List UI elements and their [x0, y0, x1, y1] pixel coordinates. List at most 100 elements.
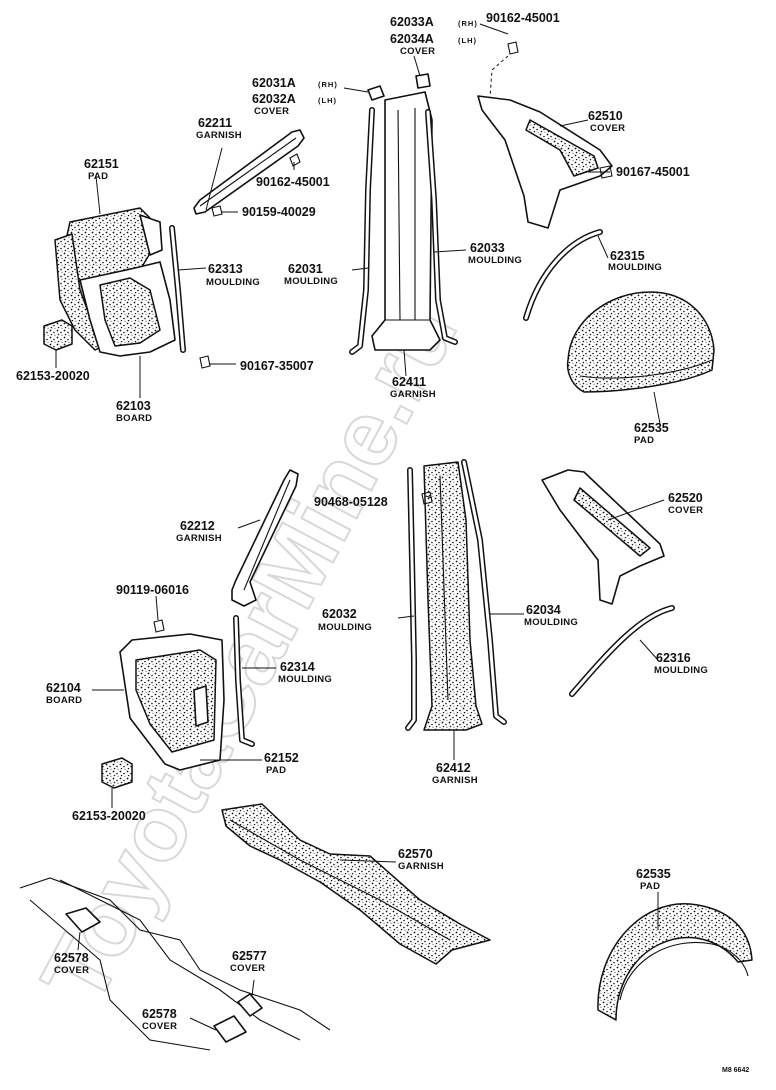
board-62104-drawing [119, 633, 225, 771]
part-number: 62153-20020 [72, 809, 146, 823]
moulding-62031-drawing [349, 107, 375, 355]
label-62211: 62211 GARNISH [196, 116, 242, 141]
label-62153-top: 62153-20020 [16, 369, 90, 383]
part-name: BOARD [46, 695, 82, 706]
label-62412: 62412 GARNISH [432, 761, 478, 786]
label-62578-bot: 62578 COVER [142, 1007, 177, 1032]
part-name: GARNISH [176, 533, 222, 544]
part-number: 62032A [252, 92, 296, 106]
part-name: COVER [400, 46, 435, 57]
screw-90159-drawing [211, 205, 223, 217]
part-number: 62152 [264, 751, 299, 765]
label-62578-left: 62578 COVER [54, 951, 89, 976]
cover-62510-drawing [477, 95, 613, 229]
part-name: BOARD [116, 413, 152, 424]
cover-62577-drawing [237, 993, 263, 1017]
label-62032: 62032 MOULDING [318, 607, 372, 633]
moulding-62316-drawing [569, 605, 675, 697]
part-number: 62411 [392, 375, 426, 389]
part-number: 62510 [588, 109, 623, 123]
part-name: MOULDING [278, 674, 332, 685]
label-62212: 62212 GARNISH [176, 519, 222, 544]
label-62316: 62316 MOULDING [654, 651, 708, 676]
part-number: 90159-40029 [242, 205, 316, 219]
floor-panel-drawing [19, 877, 331, 1051]
garnish-62212-drawing [231, 469, 299, 607]
part-name: PAD [634, 435, 654, 446]
garnish-62211-drawing [193, 129, 305, 215]
label-90162-top: 90162-45001 [486, 11, 560, 25]
part-number: 62153-20020 [16, 369, 90, 383]
label-62510: 62510 COVER [588, 109, 625, 134]
pad-62153-top-drawing [43, 319, 73, 351]
label-62034a: 62034A (LH) COVER [390, 32, 477, 57]
part-name: MOULDING [608, 262, 662, 273]
label-90167-top: 90167-45001 [616, 165, 690, 179]
part-name: COVER [54, 965, 89, 976]
part-number: 62103 [116, 399, 151, 413]
label-62152: 62152 PAD [264, 751, 299, 776]
part-number: 62520 [668, 491, 703, 505]
part-name: COVER [668, 505, 703, 516]
cover-62520-drawing [541, 469, 665, 605]
label-62535-bot: 62535 PAD [636, 867, 671, 892]
part-number: 62031 [288, 262, 323, 276]
drawing-reference: M8 6642 [722, 1067, 749, 1074]
part-number: 62033 [470, 241, 505, 255]
pad-62153-bot-drawing [101, 757, 133, 789]
part-number: 62314 [280, 660, 315, 674]
moulding-62033-drawing [425, 109, 458, 345]
part-name: PAD [640, 881, 660, 892]
part-number: 62570 [398, 847, 433, 861]
part-name: PAD [88, 171, 108, 182]
part-number: 62535 [636, 867, 671, 881]
label-62535-top: 62535 PAD [634, 421, 669, 446]
cover-62578-left-drawing [65, 907, 101, 933]
label-62520: 62520 COVER [668, 491, 703, 516]
part-number: 90162-45001 [256, 175, 330, 189]
garnish-62411-drawing [371, 91, 441, 351]
label-62313: 62313 MOULDING [206, 262, 260, 288]
label-62314: 62314 MOULDING [278, 660, 332, 685]
part-number: 62031A [252, 76, 296, 90]
label-62031a: 62031A (RH) [252, 76, 338, 90]
label-62570: 62570 GARNISH [398, 847, 444, 872]
part-number: 90167-35007 [240, 359, 314, 373]
part-number: 62034A [390, 32, 434, 46]
part-number: 90119-06016 [116, 583, 189, 597]
part-number: 62034 [526, 603, 561, 617]
label-62151: 62151 PAD [84, 157, 119, 182]
moulding-62313-drawing [169, 225, 186, 353]
label-62153-bot: 62153-20020 [72, 809, 146, 823]
side-tag: (LH) [458, 36, 477, 45]
screw-90468-drawing [421, 491, 433, 505]
part-number: 90167-45001 [616, 165, 690, 179]
board-62103-drawing [54, 207, 176, 357]
part-number: 62535 [634, 421, 669, 435]
screw-90162-mid-drawing [289, 153, 301, 167]
part-number: 62211 [198, 116, 232, 130]
moulding-62034-drawing [461, 459, 507, 725]
part-number: 90162-45001 [486, 11, 560, 25]
part-name: GARNISH [390, 389, 436, 400]
part-number: 62032 [322, 607, 357, 621]
label-62034: 62034 MOULDING [524, 603, 578, 628]
label-62104: 62104 BOARD [46, 681, 82, 706]
label-90162-mid: 90162-45001 [256, 175, 330, 189]
moulding-62032-drawing [405, 467, 417, 731]
part-name: MOULDING [206, 277, 260, 288]
part-number: 62033A [390, 15, 434, 29]
part-name: COVER [142, 1021, 177, 1032]
part-number: 62316 [656, 651, 691, 665]
garnish-62412-drawing [423, 461, 483, 731]
label-62103: 62103 BOARD [116, 399, 152, 424]
label-90167-35007: 90167-35007 [240, 359, 314, 373]
part-name: MOULDING [654, 665, 708, 676]
part-number: 62578 [142, 1007, 177, 1021]
cover-62031a-drawing [367, 85, 385, 101]
part-number: 62578 [54, 951, 89, 965]
label-62033: 62033 MOULDING [468, 241, 522, 266]
side-tag: (RH) [318, 80, 338, 89]
leader-lines [55, 23, 665, 1031]
